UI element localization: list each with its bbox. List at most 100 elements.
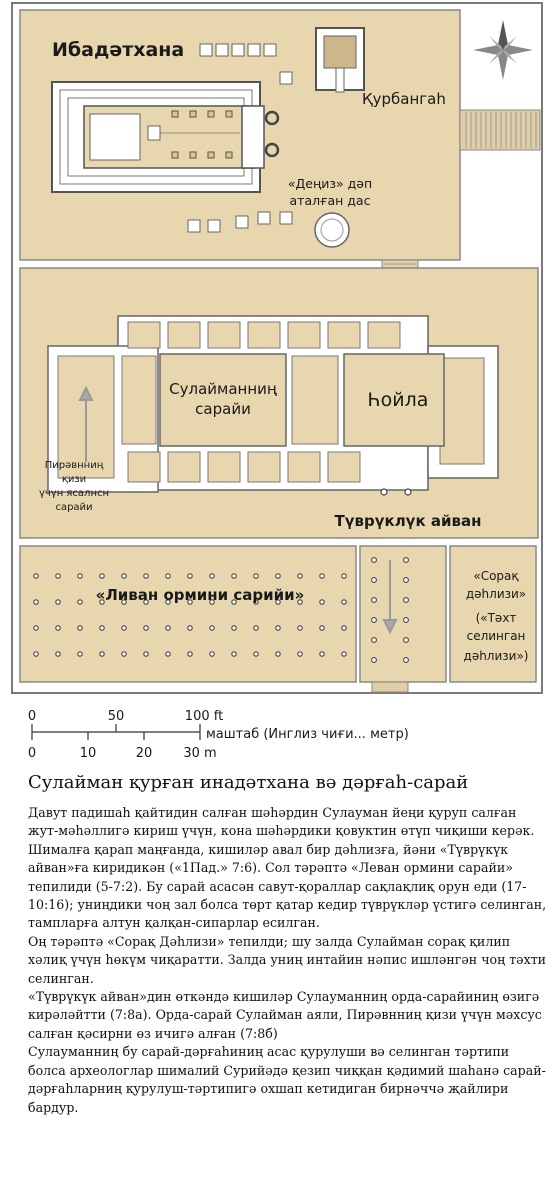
paragraph-2: Оң тәрәптә «Сорақ Дәһлизи» тепилди; шу з… [28,933,547,986]
pillar-dot [297,625,303,631]
label-temple: Ибадәтхана [52,39,184,61]
pillar-dot [121,651,127,657]
pillar-dot [319,651,325,657]
pillar-dot [187,625,193,631]
bronze-sea [314,212,350,248]
porch-pillars-temple [264,110,280,158]
palace-room [247,321,281,349]
pillar-dot [253,625,259,631]
lamp-stands [171,110,233,159]
pillar-dot [341,573,347,579]
pillar-dot [380,488,388,496]
pillar-dot [371,597,377,603]
palace-rooms [121,321,401,483]
temple-building [51,81,265,193]
pillar-dot [341,651,347,657]
pillar-dot [209,651,215,657]
pillar-dot [209,573,215,579]
pillar-dot [165,573,171,579]
palace-room [127,451,161,483]
label-throne-2: дәһлизи» [466,587,526,601]
ft-tick-0: 0 [28,709,36,724]
porch-pillar-dots [371,557,409,663]
label-sea-2: аталған дас [290,193,371,208]
pillar-dot [143,651,149,657]
pillar-dot [165,625,171,631]
pillar-dot [275,573,281,579]
palace-room [167,451,201,483]
pillar-dot [403,617,409,623]
pillar-dot [165,599,171,605]
pillar-dot [55,573,61,579]
label-pharaoh-1: Пирәвнниң [45,460,104,471]
label-pharaoh-3: үчүн ясалнсн [39,488,109,499]
palace-room [287,451,321,483]
porch-entrance [371,681,409,693]
pillar-dot [253,599,259,605]
pillar-dot [341,599,347,605]
laver-stands [187,43,293,233]
pillar-dot [55,651,61,657]
pillar-dot [319,573,325,579]
m-tick-10: 10 [80,746,97,760]
paragraph-3: «Түврүкүк айван»дин өткәндә кишиләр Сула… [28,989,542,1041]
pillar-dot [77,573,83,579]
pillar-dot [297,651,303,657]
pillar-dot [275,651,281,657]
pillar-dot [187,651,193,657]
pillar-dot [404,488,412,496]
lebanon-hall [19,545,357,683]
pillar-dot [403,637,409,643]
pillar-dot [231,625,237,631]
palace-room [327,321,361,349]
m-tick-0: 0 [28,746,36,760]
label-courtyard: Һойла [368,389,429,411]
compass-icon [473,20,533,80]
ft-tick-100: 100 ft [185,709,223,724]
palace-room [287,321,321,349]
pillar-dot [165,651,171,657]
palace-room [127,321,161,349]
pillar-dot [33,573,39,579]
description-text: Давут падишаһ қайтидин салған шәһәрдин С… [28,804,548,1117]
pillar-dot [231,599,237,605]
pillar-dot [143,599,149,605]
pillar-dot [231,651,237,657]
palace-room [291,355,339,445]
palace-room [327,451,361,483]
pillar-dot [371,617,377,623]
label-porch-pillars: Түврүклүк айван [335,512,482,530]
pillar-dot [319,599,325,605]
palace-pillars [380,488,412,496]
pillar-dot [341,625,347,631]
page-title: Сулайман қурған инадәтхана вә дәрғаһ-сар… [28,772,469,793]
pillar-dot [33,599,39,605]
label-pharaoh-4: сарайи [55,502,92,513]
label-altar: Қурбангаһ [362,90,446,108]
pillar-dot [99,573,105,579]
palace-room [247,451,281,483]
palace-room [207,321,241,349]
pharaoh-daughter-arrow [78,385,94,462]
pillar-dot [99,625,105,631]
pillar-dot [403,577,409,583]
pillar-dot [77,651,83,657]
pillar-dot [275,599,281,605]
pillar-dot [297,573,303,579]
label-sea-1: «Деңиз» дәп [288,176,372,191]
pillar-dot [253,651,259,657]
palace-room [207,451,241,483]
altar [315,27,365,93]
pillar-dot [33,625,39,631]
m-tick-30: 30 m [183,746,216,760]
palace-room [367,321,401,349]
pillar-dot [143,573,149,579]
east-stairway [459,109,541,151]
pillar-dot [319,625,325,631]
palace-room [167,321,201,349]
label-solomon-1: Сулайманниң [169,380,277,398]
entrance-arrow [382,560,398,635]
pillar-dot [209,625,215,631]
pillar-dot [121,599,127,605]
pillar-dot [55,599,61,605]
